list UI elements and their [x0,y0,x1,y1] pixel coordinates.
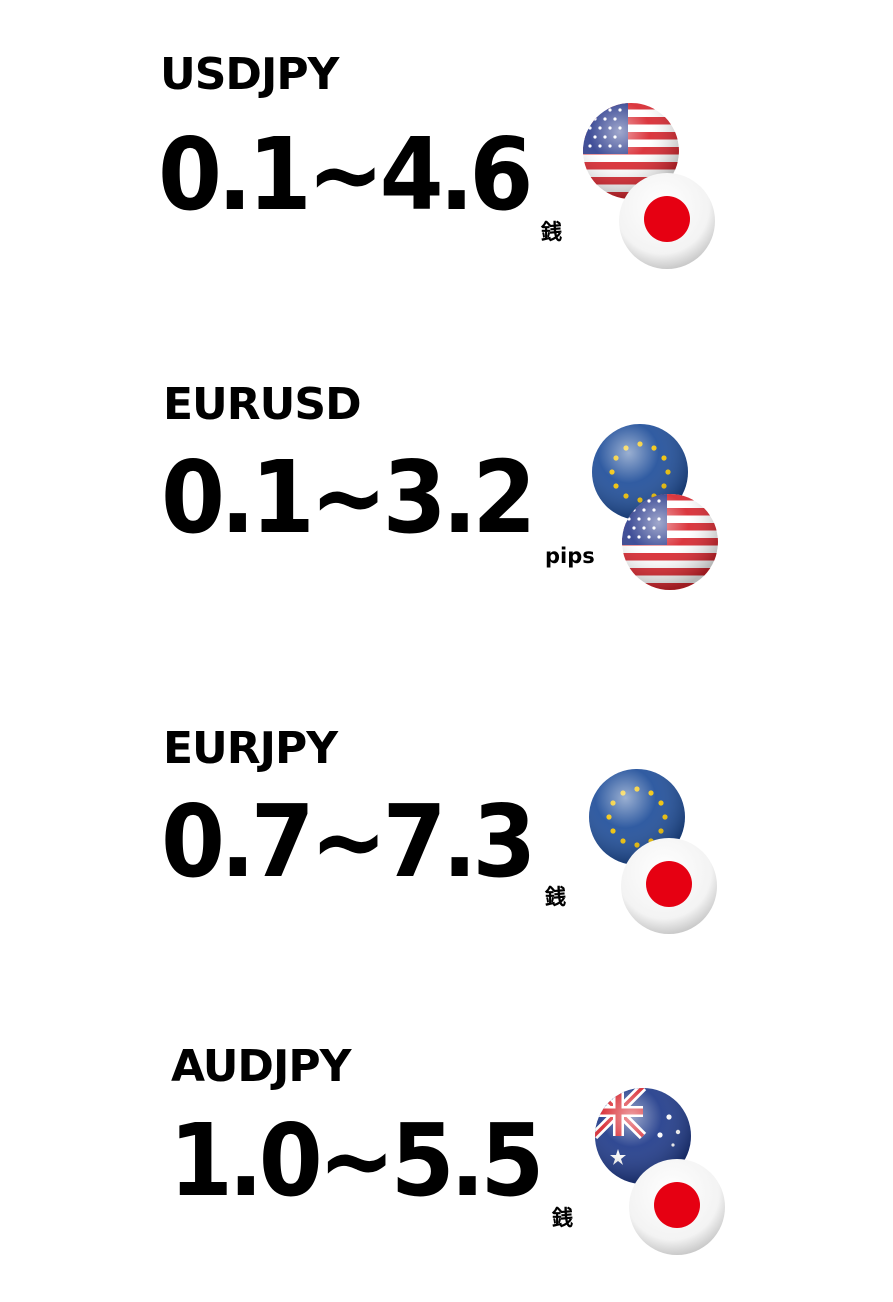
pair-usdjpy: USDJPY 0.1~4.6 銭 [0,0,893,300]
spread-range: 1.0~5.5 [169,1102,544,1219]
pair-name: EURUSD [163,379,362,430]
spread-unit: 銭 [545,885,566,909]
pair-eurusd: EURUSD 0.1~3.2 pips [0,0,893,590]
spread-range: 0.7~7.3 [161,783,536,900]
spread-unit: 銭 [541,220,562,244]
pair-audjpy: AUDJPY 1.0~5.5 銭 [0,0,893,1255]
pair-name: EURJPY [163,723,338,774]
pair-eurjpy: EURJPY 0.7~7.3 銭 [0,0,893,934]
us-flag-icon [621,493,719,591]
spread-unit: 銭 [552,1206,573,1230]
spread-unit: pips [545,544,595,568]
pair-name: AUDJPY [171,1041,351,1092]
spread-range: 0.1~3.2 [161,439,536,556]
jp-flag-icon [628,1158,726,1256]
pair-name: USDJPY [160,49,339,100]
spread-range: 0.1~4.6 [158,116,533,233]
jp-flag-icon [620,837,718,935]
jp-flag-icon [618,172,716,270]
